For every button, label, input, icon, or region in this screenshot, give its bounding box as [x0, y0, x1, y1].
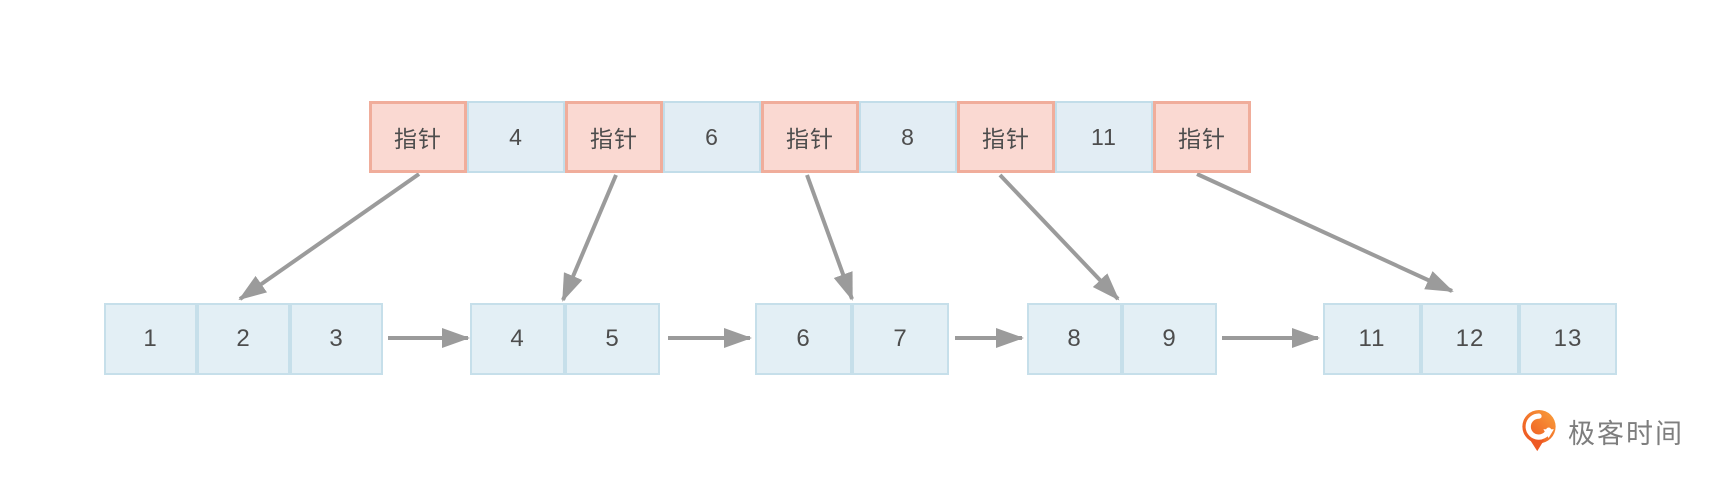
- geektime-logo-text: 极客时间: [1568, 418, 1684, 449]
- leaf-cell-3: 3: [290, 303, 383, 375]
- pointer-arrow-3: [805, 174, 854, 301]
- pointer-arrow-2: [561, 174, 618, 302]
- key-cell-11: 11: [1055, 101, 1153, 173]
- leaf-cell-8: 8: [1027, 303, 1122, 375]
- pointer-cell-5: 指针: [1153, 101, 1251, 173]
- leaf-group-5: 11 12 13: [1323, 303, 1617, 375]
- key-cell-8: 8: [859, 101, 957, 173]
- pointer-cell-4: 指针: [957, 101, 1055, 173]
- leaf-group-2: 4 5: [470, 303, 660, 375]
- pointer-arrow-1: [238, 172, 421, 301]
- leaf-group-4: 8 9: [1027, 303, 1217, 375]
- internal-node-row: 指针 4 指针 6 指针 8 指针 11 指针: [369, 101, 1251, 173]
- pointer-cell-3: 指针: [761, 101, 859, 173]
- geektime-logo: 极客时间: [1518, 408, 1684, 454]
- leaf-cell-13: 13: [1519, 303, 1617, 375]
- leaf-cell-11: 11: [1323, 303, 1421, 375]
- leaf-cell-7: 7: [852, 303, 949, 375]
- leaf-group-3: 6 7: [755, 303, 949, 375]
- geektime-logo-icon: [1522, 410, 1556, 452]
- leaf-cell-2: 2: [197, 303, 290, 375]
- key-cell-4: 4: [467, 101, 565, 173]
- leaf-cell-1: 1: [104, 303, 197, 375]
- leaf-group-1: 1 2 3: [104, 303, 383, 375]
- leaf-cell-6: 6: [755, 303, 852, 375]
- leaf-cell-5: 5: [565, 303, 660, 375]
- pointer-cell-2: 指针: [565, 101, 663, 173]
- pointer-cell-1: 指针: [369, 101, 467, 173]
- pointer-arrow-5: [1196, 172, 1454, 293]
- pointer-arrow-4: [998, 173, 1120, 301]
- leaf-cell-9: 9: [1122, 303, 1217, 375]
- leaf-cell-12: 12: [1421, 303, 1519, 375]
- key-cell-6: 6: [663, 101, 761, 173]
- leaf-cell-4: 4: [470, 303, 565, 375]
